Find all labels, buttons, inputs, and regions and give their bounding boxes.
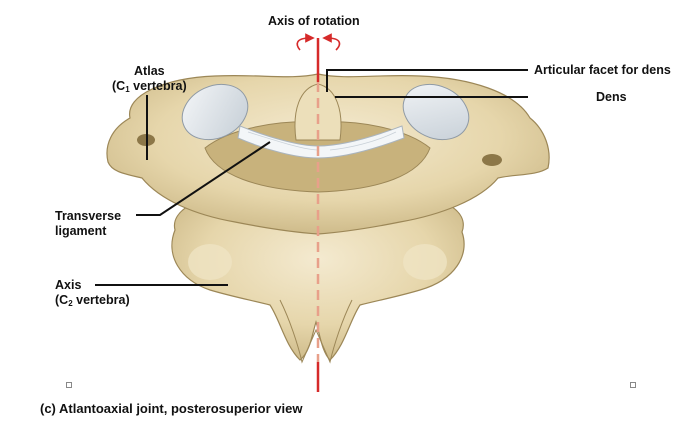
leader-lines xyxy=(95,69,528,286)
transverse-label-line1: Transverse xyxy=(55,209,122,223)
axis-of-rotation-label: Axis of rotation xyxy=(268,14,360,28)
atlas-label: Atlas (C1 vertebra) xyxy=(112,64,187,94)
atlas-label-line1: Atlas xyxy=(134,64,165,78)
atlas-label-line2: (C1 vertebra) xyxy=(112,79,187,94)
transverse-ligament-label: Transverse ligament xyxy=(55,209,121,239)
axis-label-line2: (C2 vertebra) xyxy=(55,293,130,308)
axis-label: Axis (C2 vertebra) xyxy=(55,278,130,308)
figure-caption: (c) Atlantoaxial joint, posterosuperior … xyxy=(40,401,303,416)
corner-marker-left xyxy=(66,382,72,388)
articular-facet-leader xyxy=(326,69,528,92)
articular-facet-label: Articular facet for dens xyxy=(534,63,671,77)
axis-label-line1: Axis xyxy=(55,278,82,292)
axis-of-rotation-line xyxy=(296,33,341,392)
transverse-ligament-leader xyxy=(136,141,271,216)
dens-label: Dens xyxy=(596,90,627,104)
transverse-ligament xyxy=(237,125,405,159)
transverse-label-line2: ligament xyxy=(55,224,107,238)
corner-marker-right xyxy=(630,382,636,388)
